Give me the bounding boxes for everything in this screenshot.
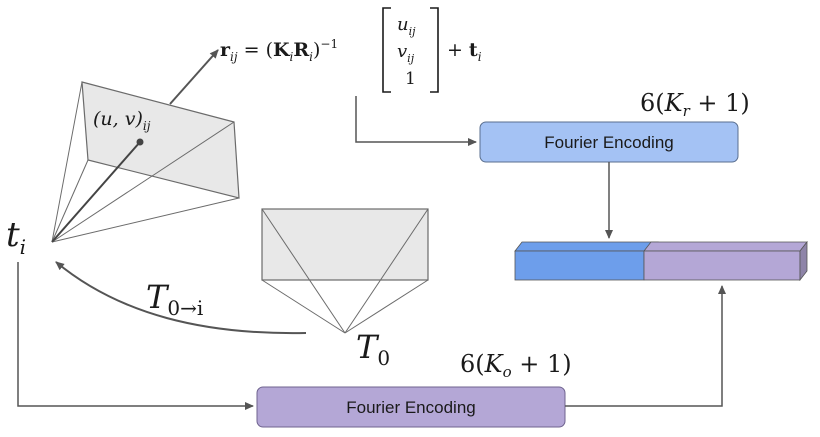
vector-v: vij (397, 41, 415, 65)
camera-0-frustum (261, 208, 429, 334)
vector-left-bracket (382, 7, 391, 93)
equation-lhs: rij = (KiRi)−1 (220, 37, 338, 64)
time-encoding-dimension: 6(Ko + 1) (460, 350, 572, 381)
ray-encoding-dimension: 6(Kr + 1) (640, 89, 750, 120)
equation-to-encoder-arrow (355, 96, 477, 146)
equation-plus-t: +ti (447, 39, 482, 64)
vector-u: uij (397, 14, 416, 38)
pixel-point (136, 138, 144, 146)
ray-feature-top (514, 241, 659, 252)
camera-i-label: ti (6, 215, 26, 259)
ray-feature-segment (514, 250, 645, 281)
camera-0-label: T0 (356, 328, 390, 370)
ray-arrow (169, 49, 219, 105)
transform-label: T0→i (146, 278, 203, 320)
time-to-encoder-arrow (17, 262, 254, 410)
time-fourier-encoding-box (256, 386, 566, 428)
camera-i-frustum (51, 81, 240, 243)
time-feature-top (643, 241, 808, 252)
time-feature-segment (643, 250, 801, 281)
bar-side-face (799, 240, 808, 282)
pixel-label: (u, v)ij (93, 108, 151, 133)
vector-right-bracket (430, 7, 439, 93)
vector-one: 1 (405, 69, 416, 89)
time-fourier-encoding-label: Fourier Encoding (346, 398, 475, 417)
concatenated-feature-bar (514, 240, 808, 282)
transform-arrow (55, 261, 307, 335)
ray-fourier-encoding-label: Fourier Encoding (544, 133, 673, 152)
time-encoder-to-bar-arrow (565, 285, 726, 407)
